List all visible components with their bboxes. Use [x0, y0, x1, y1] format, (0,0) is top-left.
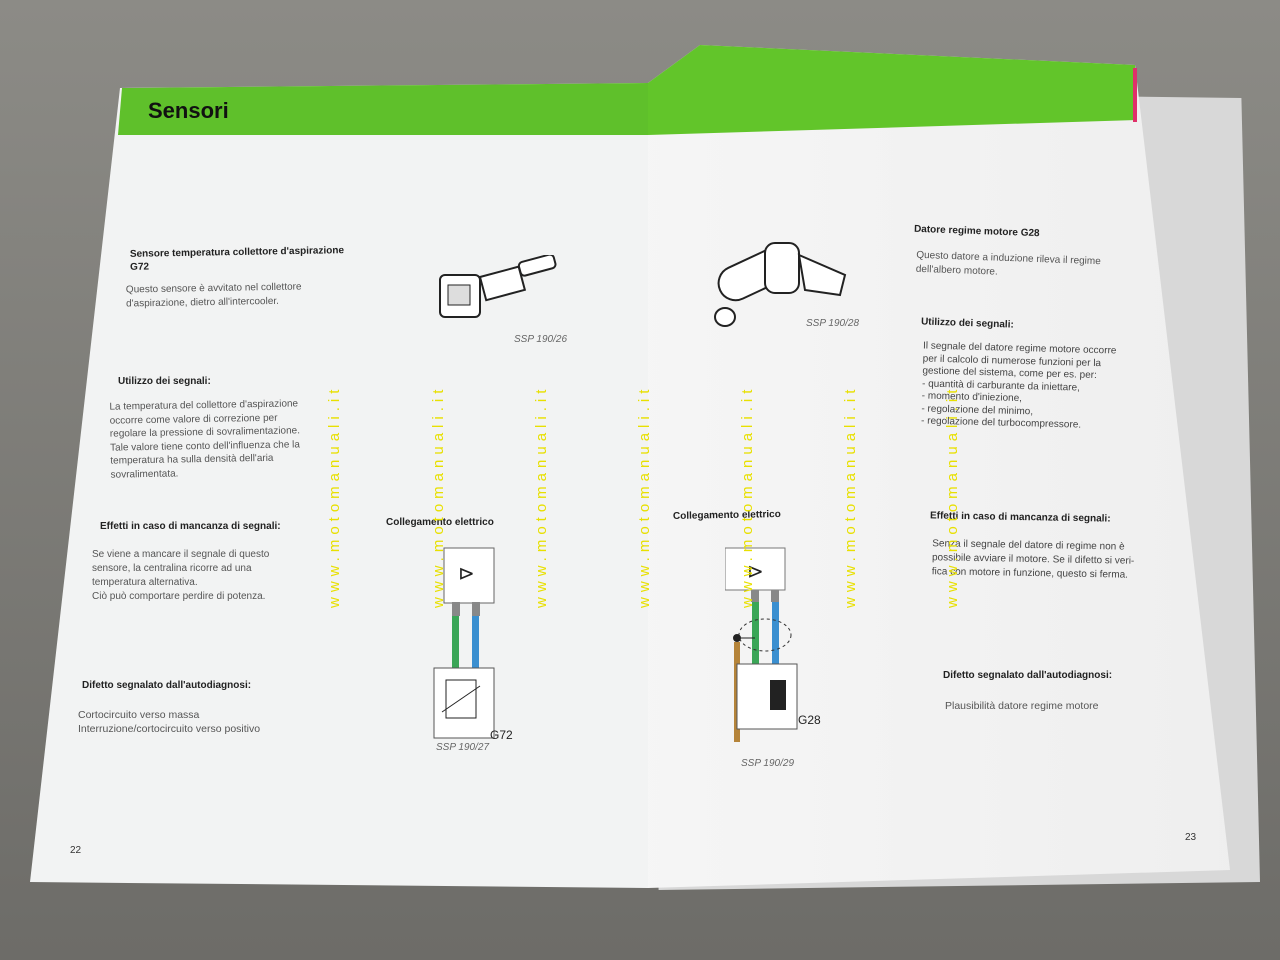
usage-heading: Utilizzo dei segnali: [118, 376, 211, 387]
effects-text: Senza il segnale del datore di regime no… [931, 538, 1135, 581]
effects-text: Se viene a mancare il segnale di questo … [92, 549, 270, 602]
watermark: www.motomanuali.it [533, 384, 550, 608]
watermark: www.motomanuali.it [326, 384, 343, 608]
page-edge-tab [1133, 68, 1137, 122]
svg-text:⊳: ⊳ [458, 563, 475, 585]
svg-text:⊳: ⊳ [747, 561, 764, 583]
page-title: Sensori [148, 98, 229, 123]
sensor-heading: Sensore temperatura collettore d'aspiraz… [129, 245, 345, 273]
usage-text: La temperatura del collettore d'aspirazi… [109, 398, 301, 481]
wiring-diagram-g28: ⊳ [725, 547, 798, 742]
figure-caption: SSP 190/27 [436, 742, 490, 753]
watermark: www.motomanuali.it [430, 384, 447, 608]
component-label: G72 [490, 728, 513, 742]
sensor-g28-illustration [714, 242, 847, 327]
fault-text: Cortocircuito verso massa Interruzione/c… [78, 709, 261, 735]
watermark: www.motomanuali.it [944, 384, 961, 608]
wiring-heading: Collegamento elettrico [386, 517, 494, 528]
component-label: G28 [798, 713, 821, 727]
page-number: 23 [1185, 832, 1197, 843]
fault-heading: Difetto segnalato dall'autodiagnosi: [943, 670, 1113, 681]
effects-heading: Effetti in caso di mancanza di segnali: [100, 521, 281, 532]
fault-heading: Difetto segnalato dall'autodiagnosi: [82, 680, 252, 691]
wiring-diagram-g72: ⊳ [433, 547, 495, 739]
figure-caption: SSP 190/29 [741, 758, 795, 769]
watermark: www.motomanuali.it [842, 384, 859, 608]
page-number: 22 [70, 845, 82, 856]
watermark: www.motomanuali.it [636, 384, 653, 608]
sensor-g72-illustration [439, 255, 557, 318]
figure-caption: SSP 190/28 [806, 318, 860, 329]
wiring-heading: Collegamento elettrico [672, 509, 781, 522]
sensor-text: Questo sensore è avvitato nel collettore… [125, 281, 302, 310]
fault-text: Plausibilità datore regime motore [945, 700, 1099, 712]
watermark: www.motomanuali.it [739, 384, 756, 608]
figure-caption: SSP 190/26 [514, 334, 568, 345]
